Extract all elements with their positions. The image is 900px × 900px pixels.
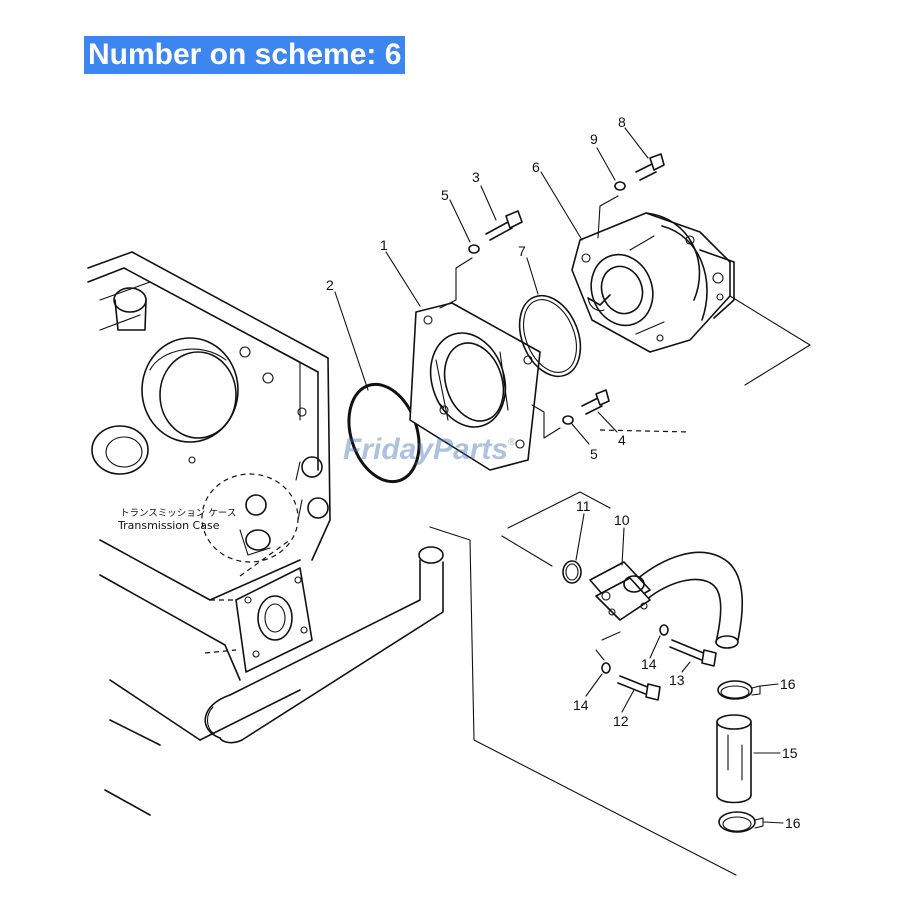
washer-5-upper (468, 244, 480, 254)
bolt-13 (669, 639, 717, 667)
clamp-16-upper (717, 680, 761, 700)
bolt-4 (581, 389, 610, 415)
scheme-number-banner: Number on scheme: 6 (84, 36, 406, 74)
o-ring-7 (518, 294, 582, 378)
callout-5-upper: 5 (441, 187, 449, 203)
callout-3: 3 (472, 169, 480, 185)
callout-9: 9 (590, 131, 598, 147)
align-line-bolt4 (531, 404, 561, 439)
callout-4: 4 (618, 432, 626, 448)
callout-5-lower: 5 (590, 446, 598, 462)
watermark-logo: FridayParts® (343, 433, 516, 466)
callout-13: 13 (669, 672, 685, 688)
align-line-11 (501, 491, 611, 567)
case-label-japanese: トランスミッション ケース (120, 508, 236, 519)
case-label-english: Transmission Case (117, 519, 220, 532)
callout-14-lower: 14 (573, 697, 589, 713)
tube-leader-line (429, 526, 737, 876)
callout-15: 15 (782, 745, 798, 761)
watermark-part1: Friday (343, 433, 434, 466)
callout-12: 12 (613, 713, 629, 729)
callout-1: 1 (380, 237, 388, 253)
bolt-3 (485, 210, 523, 241)
leader-lines (334, 127, 784, 824)
flange-adapter-1 (409, 302, 541, 471)
transmission-case (87, 251, 331, 816)
dash-guide-right (599, 429, 691, 433)
callout-6: 6 (532, 159, 540, 175)
pump-leader-line (729, 295, 811, 386)
align-line-12-13 (595, 631, 621, 661)
align-line-bolt8 (597, 195, 619, 239)
watermark-part2: Parts (433, 433, 508, 466)
callout-2: 2 (326, 277, 334, 293)
elbow-pipe-10 (589, 551, 744, 649)
callout-10: 10 (614, 512, 630, 528)
align-line-bolt3 (439, 257, 473, 309)
callout-7: 7 (518, 243, 526, 259)
gear-pump-6 (571, 212, 735, 353)
washer-9 (614, 181, 626, 191)
bolt-12 (617, 675, 661, 701)
hose-15 (716, 714, 752, 804)
callout-8: 8 (618, 114, 626, 130)
washer-5-lower (562, 415, 574, 425)
callout-14-upper: 14 (641, 656, 657, 672)
callout-11: 11 (576, 498, 591, 514)
washer-14-lower (601, 662, 611, 674)
washer-14-upper (659, 624, 669, 636)
watermark-mark: ® (508, 437, 516, 448)
callout-16-upper: 16 (780, 676, 796, 692)
bolt-8 (635, 153, 665, 181)
o-ring-11 (562, 560, 582, 584)
suction-tube (204, 546, 444, 744)
clamp-16-lower (718, 811, 764, 833)
callout-16-lower: 16 (785, 815, 801, 831)
